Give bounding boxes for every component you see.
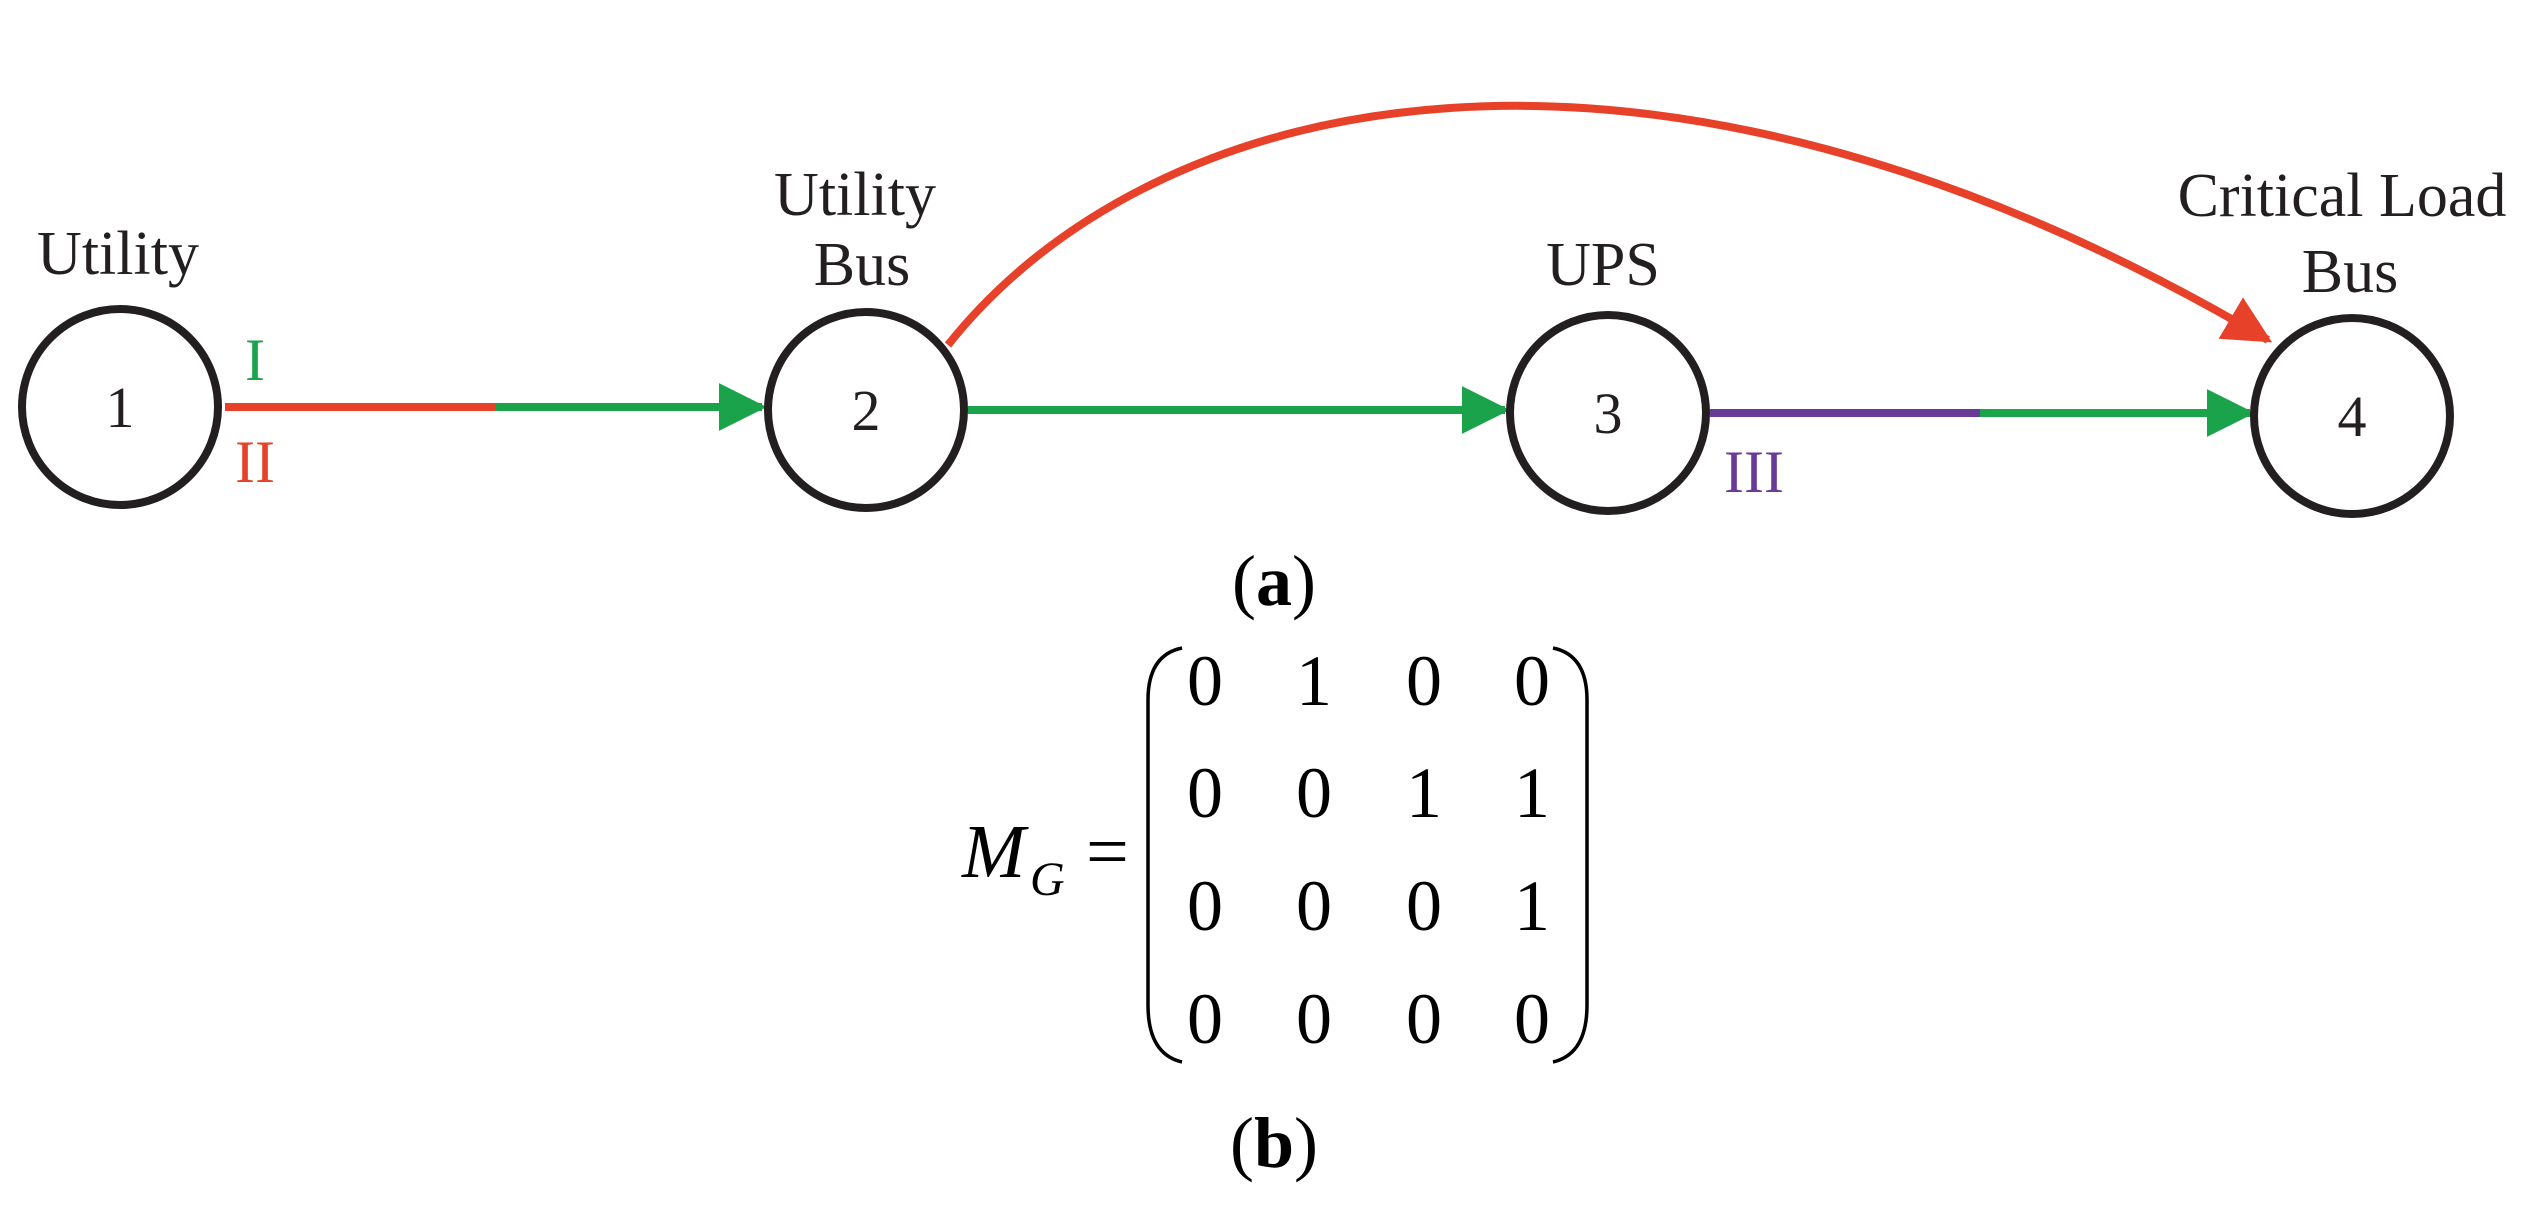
matrix-left-bracket: [1146, 646, 1183, 1064]
node-4-label-line-2: Bus: [2302, 238, 2398, 306]
path-label-ii: II: [235, 429, 275, 495]
node-1: 1 Utility: [18, 220, 222, 509]
node-2: 2 Utility Bus: [764, 161, 968, 512]
node-3: 3 UPS: [1506, 231, 1710, 515]
matrix-symbol: M: [961, 810, 1029, 894]
node-2-circle: [764, 308, 968, 512]
node-1-label: Utility: [37, 220, 199, 288]
matrix-cell-r2-c4: 1: [1514, 753, 1550, 833]
matrix-equals: =: [1086, 810, 1129, 894]
node-1-number: 1: [106, 375, 135, 440]
matrix-cell-r3-c4: 1: [1514, 866, 1550, 946]
matrix-cell-r4-c1: 0: [1187, 979, 1223, 1059]
matrix-cell-r4-c3: 0: [1406, 979, 1442, 1059]
matrix-cell-r3-c2: 0: [1296, 866, 1332, 946]
matrix-cell-r2-c3: 1: [1406, 753, 1442, 833]
caption-b: (b): [1230, 1103, 1318, 1183]
matrix-subscript: G: [1030, 853, 1065, 906]
matrix-cell-r1-c4: 0: [1514, 641, 1550, 721]
node-2-label-line-1: Utility: [774, 161, 936, 229]
matrix-cell-r1-c2: 1: [1296, 641, 1332, 721]
matrix-cell-r1-c1: 0: [1187, 641, 1223, 721]
matrix-cell-r1-c3: 0: [1406, 641, 1442, 721]
matrix-cell-r2-c1: 0: [1187, 753, 1223, 833]
node-4: 4 Critical Load Bus: [2178, 162, 2507, 518]
node-3-number: 3: [1594, 381, 1623, 446]
node-1-circle: [18, 305, 222, 509]
matrix-cell-r4-c4: 0: [1514, 979, 1550, 1059]
matrix-cell-r2-c2: 0: [1296, 753, 1332, 833]
matrix-right-bracket: [1552, 646, 1589, 1064]
node-4-circle: [2250, 314, 2454, 518]
node-3-circle: [1506, 311, 1710, 515]
matrix-cell-r4-c2: 0: [1296, 979, 1332, 1059]
caption-a: (a): [1232, 541, 1316, 621]
matrix-cell-r3-c1: 0: [1187, 866, 1223, 946]
node-2-number: 2: [852, 378, 881, 443]
matrix-cell-r3-c3: 0: [1406, 866, 1442, 946]
node-2-label-line-2: Bus: [814, 231, 910, 299]
edges: [225, 101, 2273, 437]
edge-2-4-red-arc: [944, 101, 2273, 348]
path-label-i: I: [245, 327, 265, 393]
node-4-number: 4: [2338, 384, 2367, 449]
node-4-label-line-1: Critical Load: [2178, 162, 2507, 230]
path-label-iii: III: [1724, 439, 1784, 505]
node-3-label: UPS: [1546, 231, 1660, 299]
